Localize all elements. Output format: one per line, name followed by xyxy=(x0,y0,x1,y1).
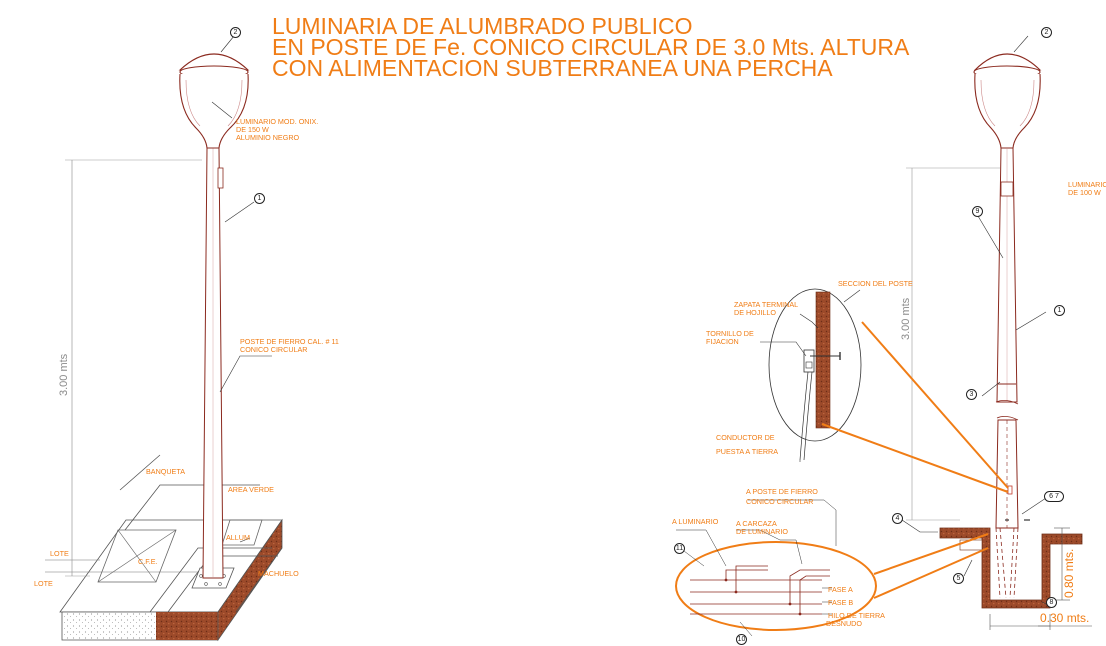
cfe-label: C.F.E. xyxy=(138,557,158,566)
conductor-label-2: PUESTA A TIERRA xyxy=(716,447,779,456)
left-luminario-label-1: LUMINARIO MOD. ONIX. xyxy=(236,117,319,126)
a-poste-label-1: A POSTE DE FIERRO xyxy=(746,487,818,496)
title-line-2: EN POSTE DE Fe. CONICO CIRCULAR DE 3.0 M… xyxy=(272,34,910,60)
detail-connectors xyxy=(821,321,1009,493)
right-luminaire xyxy=(973,53,1042,149)
right-dimensions xyxy=(906,167,1092,630)
left-height-dimension-label: 3.00 mts xyxy=(58,353,70,396)
wiring-detail xyxy=(675,499,989,637)
left-ground-slab xyxy=(45,454,283,642)
left-callout-2: 2 xyxy=(230,27,241,38)
left-pole xyxy=(202,147,224,579)
right-leaders xyxy=(901,35,1051,607)
fase-a-label: FASE A xyxy=(828,585,853,594)
lote-label-1: LOTE xyxy=(50,549,69,558)
left-luminaire xyxy=(178,53,250,149)
a-poste-label-2: CONICO CIRCULAR xyxy=(746,497,814,506)
right-luminario-label-2: DE 100 W xyxy=(1068,188,1101,197)
left-callout-1: 1 xyxy=(254,193,265,204)
right-foundation xyxy=(939,519,1083,609)
right-callout-1: 1 xyxy=(1054,305,1065,316)
a-carcaza-label-2: DE LUMINARIO xyxy=(736,527,788,536)
left-luminario-label-3: ALUMINIO NEGRO xyxy=(236,133,300,142)
right-callout-5: 5 xyxy=(953,573,964,584)
machuelo-label: MACHUELO xyxy=(258,569,299,578)
fase-b-label: FASE B xyxy=(828,598,854,607)
a-carcaza-label-1: A CARCAZA xyxy=(736,519,777,528)
hilo-tierra-label-2: DESNUDO xyxy=(826,619,862,628)
right-callout-11: 11 xyxy=(674,543,685,554)
left-poste-label-2: CONICO CIRCULAR xyxy=(240,345,308,354)
title-line-3: CON ALIMENTACION SUBTERRANEA UNA PERCHA xyxy=(272,55,833,81)
left-leaders xyxy=(211,35,272,543)
tornillo-label-2: FIJACION xyxy=(706,337,739,346)
right-height-dimension-label: 3.00 mts xyxy=(900,297,912,340)
left-poste-label-1: POSTE DE FIERRO CAL. # 11 xyxy=(240,337,339,346)
lote-label-2: LOTE xyxy=(34,579,53,588)
right-luminario-label-1: LUMINARIO xyxy=(1068,180,1106,189)
allum-label: ALLUM xyxy=(226,533,250,542)
zapata-label-1: ZAPATA TERMINAL xyxy=(734,300,799,309)
seccion-poste-label: SECCION DEL POSTE xyxy=(838,279,913,288)
right-callout-6-7: 6 7 xyxy=(1044,491,1064,502)
right-callout-4: 4 xyxy=(892,513,903,524)
banqueta-label: BANQUETA xyxy=(146,467,186,476)
right-pole xyxy=(995,147,1019,529)
a-luminario-label: A LUMINARIO xyxy=(672,517,719,526)
dim-030-label: 0.30 mts. xyxy=(1040,611,1090,625)
right-callout-10: 10 xyxy=(736,634,747,645)
conductor-label-1: CONDUCTOR DE xyxy=(716,433,775,442)
right-callout-9: 9 xyxy=(972,206,983,217)
zapata-label-2: DE HOJILLO xyxy=(734,308,776,317)
right-callout-8: 8 xyxy=(1046,597,1057,608)
tornillo-label-1: TORNILLO DE xyxy=(706,329,754,338)
left-luminario-label-2: DE 150 W xyxy=(236,125,269,134)
title-line-1: LUMINARIA DE ALUMBRADO PUBLICO xyxy=(272,13,693,39)
right-callout-3: 3 xyxy=(966,389,977,400)
left-height-dimension xyxy=(65,159,202,577)
dim-080-label: 0.80 mts. xyxy=(1062,548,1076,598)
area-verde-label: AREA VERDE xyxy=(228,485,274,494)
pole-section-detail xyxy=(760,288,862,462)
right-callout-2: 2 xyxy=(1041,27,1052,38)
hilo-tierra-label-1: HILO DE TIERRA xyxy=(828,611,885,620)
